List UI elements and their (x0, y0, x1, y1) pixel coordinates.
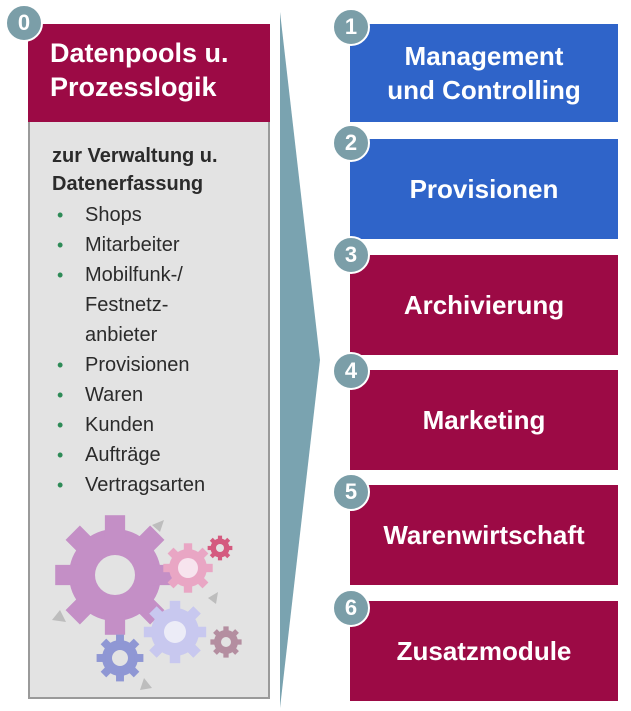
list-item-text: Festnetz- (85, 294, 169, 316)
list-item-text: Provisionen (85, 354, 190, 376)
rotation-arrow-icon (208, 592, 218, 604)
step-badge-1: 1 (332, 8, 370, 46)
module-archivierung: Archivierung (350, 255, 618, 355)
module-zusatzmodule: Zusatzmodule (350, 601, 618, 701)
module-label-line-2: und Controlling (387, 75, 581, 105)
header-line-2: Prozesslogik (50, 72, 217, 102)
module-label: Zusatzmodule (396, 636, 572, 666)
list-item-text: Mitarbeiter (85, 234, 180, 256)
gears-illustration-icon (52, 515, 242, 690)
step-badge-2: 2 (332, 124, 370, 162)
rotation-arrow-icon (140, 678, 152, 690)
list-item: Kunden (55, 410, 205, 440)
module-provisionen: Provisionen (350, 139, 618, 239)
header-line-1: Datenpools u. (50, 38, 229, 68)
list-item-text: Aufträge (85, 444, 161, 466)
list-item-text: Waren (85, 384, 144, 406)
list-item: Shops (55, 200, 205, 230)
list-item-text: anbieter (85, 324, 158, 346)
rotation-arrow-icon (52, 610, 66, 622)
module-management-controlling: Management und Controlling (350, 24, 618, 122)
list-item-text: Vertragsarten (85, 474, 206, 496)
list-item: Mobilfunk-/ Festnetz- anbieter (55, 260, 205, 350)
list-item-text: Shops (85, 204, 142, 226)
module-label-line-1: Management (404, 41, 564, 71)
rotation-arrow-icon (152, 520, 164, 532)
chevron-arrow-shape (280, 12, 320, 708)
module-label: Provisionen (409, 174, 559, 204)
module-label: Warenwirtschaft (383, 520, 585, 550)
list-item: Vertragsarten (55, 470, 205, 500)
step-badge-6: 6 (332, 589, 370, 627)
list-item: Waren (55, 380, 205, 410)
step-badge-0: 0 (5, 4, 43, 42)
module-marketing: Marketing (350, 370, 618, 470)
list-item: Aufträge (55, 440, 205, 470)
list-item: Provisionen (55, 350, 205, 380)
list-item-text: Mobilfunk-/ (85, 264, 183, 286)
datenpools-header: Datenpools u. Prozesslogik (28, 24, 270, 122)
panel-subtitle: zur Verwaltung u. Datenerfassung (52, 142, 267, 198)
data-pool-list: Shops Mitarbeiter Mobilfunk-/ Festnetz- … (55, 200, 205, 500)
step-badge-5: 5 (332, 473, 370, 511)
module-label: Archivierung (403, 290, 565, 320)
list-item-text: Kunden (85, 414, 154, 436)
module-warenwirtschaft: Warenwirtschaft (350, 485, 618, 585)
step-badge-4: 4 (332, 352, 370, 390)
subtitle-line-2: Datenerfassung (52, 173, 204, 195)
step-badge-3: 3 (332, 236, 370, 274)
module-label: Marketing (422, 405, 546, 435)
list-item: Mitarbeiter (55, 230, 205, 260)
subtitle-line-1: zur Verwaltung u. (52, 145, 218, 167)
